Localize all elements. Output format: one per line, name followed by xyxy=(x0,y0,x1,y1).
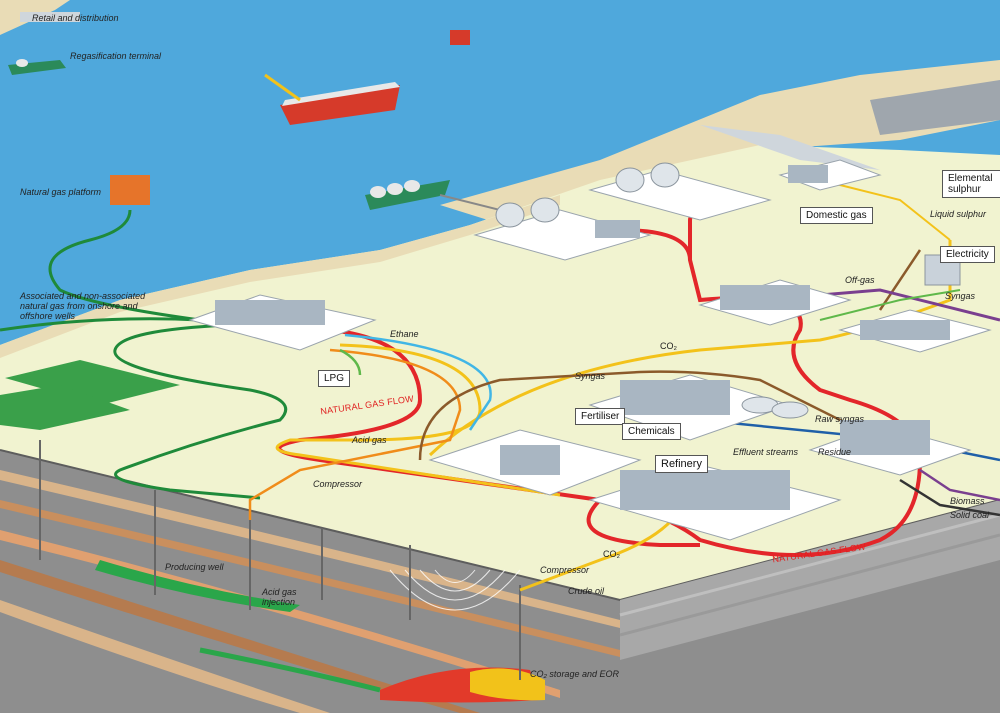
lng-carrier xyxy=(365,180,450,210)
label-syngas-right: Syngas xyxy=(945,291,976,301)
lpg-line xyxy=(339,348,362,376)
label-compressor-2: Compressor xyxy=(540,565,590,575)
lng-tank-ship xyxy=(16,59,28,67)
label-residue: Residue xyxy=(818,447,852,457)
pipeline-offshore xyxy=(0,317,201,332)
pipeline-platform xyxy=(48,209,321,332)
gas-reservoir xyxy=(95,560,300,612)
label-co2-bottom: CO₂ xyxy=(603,549,620,559)
label-domestic-gas: Domestic gas xyxy=(800,207,873,224)
fpso-deck xyxy=(282,82,400,106)
label-refinery: Refinery xyxy=(655,455,708,473)
label-acid-gas: Acid gas xyxy=(352,435,387,445)
offgas-green xyxy=(819,289,961,321)
seismic-waves xyxy=(389,569,521,611)
harbour-pier xyxy=(700,125,880,170)
label-solid-coal: Solid coal xyxy=(950,510,990,520)
strata-right-1 xyxy=(619,513,1000,617)
gas-platform xyxy=(110,175,150,205)
fpso-boom xyxy=(264,73,301,102)
label-acid-gas-injection: Acid gas injection xyxy=(262,587,297,607)
label-liquid-sulphur: Liquid sulphur xyxy=(930,209,987,219)
label-producing-well: Producing well xyxy=(165,562,224,572)
label-wells: Associated and non-associated natural ga… xyxy=(20,291,146,321)
pipeline-onshore xyxy=(113,323,288,500)
strata-right-2 xyxy=(619,533,1000,637)
coal-line xyxy=(899,478,1000,517)
biomass-line xyxy=(919,468,1000,502)
label-crude-oil: Crude oil xyxy=(568,586,605,596)
liquid-sulphur-line xyxy=(819,179,951,241)
gas-reservoir-2 xyxy=(199,647,381,693)
town xyxy=(870,80,1000,135)
label-fertiliser: Fertiliser xyxy=(575,408,626,425)
label-off-gas: Off-gas xyxy=(845,275,875,285)
wells xyxy=(39,440,521,680)
acid-gas-line xyxy=(248,348,462,520)
rig-platform xyxy=(450,30,470,45)
ethane-line xyxy=(344,333,492,431)
label-compressor-1: Compressor xyxy=(313,479,363,489)
label-effluent: Effluent streams xyxy=(733,447,799,457)
label-electricity: Electricity xyxy=(940,246,995,263)
label-lpg: LPG xyxy=(318,370,351,387)
fpso-vessel xyxy=(280,85,400,125)
syngas-line xyxy=(418,370,881,461)
natural-gas-refinery xyxy=(586,498,700,547)
oil-reservoir xyxy=(470,668,545,701)
crop-fields xyxy=(0,360,180,430)
label-syngas-left: Syngas xyxy=(575,371,606,381)
syngas-right-line xyxy=(878,249,922,311)
label-retail: Retail and distribution xyxy=(32,13,119,23)
label-ethane: Ethane xyxy=(390,329,419,339)
storage-tanks xyxy=(495,162,809,419)
retail-depot xyxy=(20,12,80,22)
label-elemental-sulphur: Elemental sulphur xyxy=(942,170,1000,198)
lng-carrier-tanks xyxy=(370,180,420,198)
label-biomass: Biomass xyxy=(950,496,985,506)
label-chemicals: Chemicals xyxy=(622,423,681,440)
label-co2-storage: CO₂ storage and EOR xyxy=(530,669,619,679)
label-raw-syngas: Raw syngas xyxy=(815,414,865,424)
label-co2-top: CO₂ xyxy=(660,341,677,351)
beach xyxy=(0,195,560,358)
plant-equipment xyxy=(215,165,950,510)
label-platform: Natural gas platform xyxy=(20,187,102,197)
label-regas: Regasification terminal xyxy=(70,51,162,61)
